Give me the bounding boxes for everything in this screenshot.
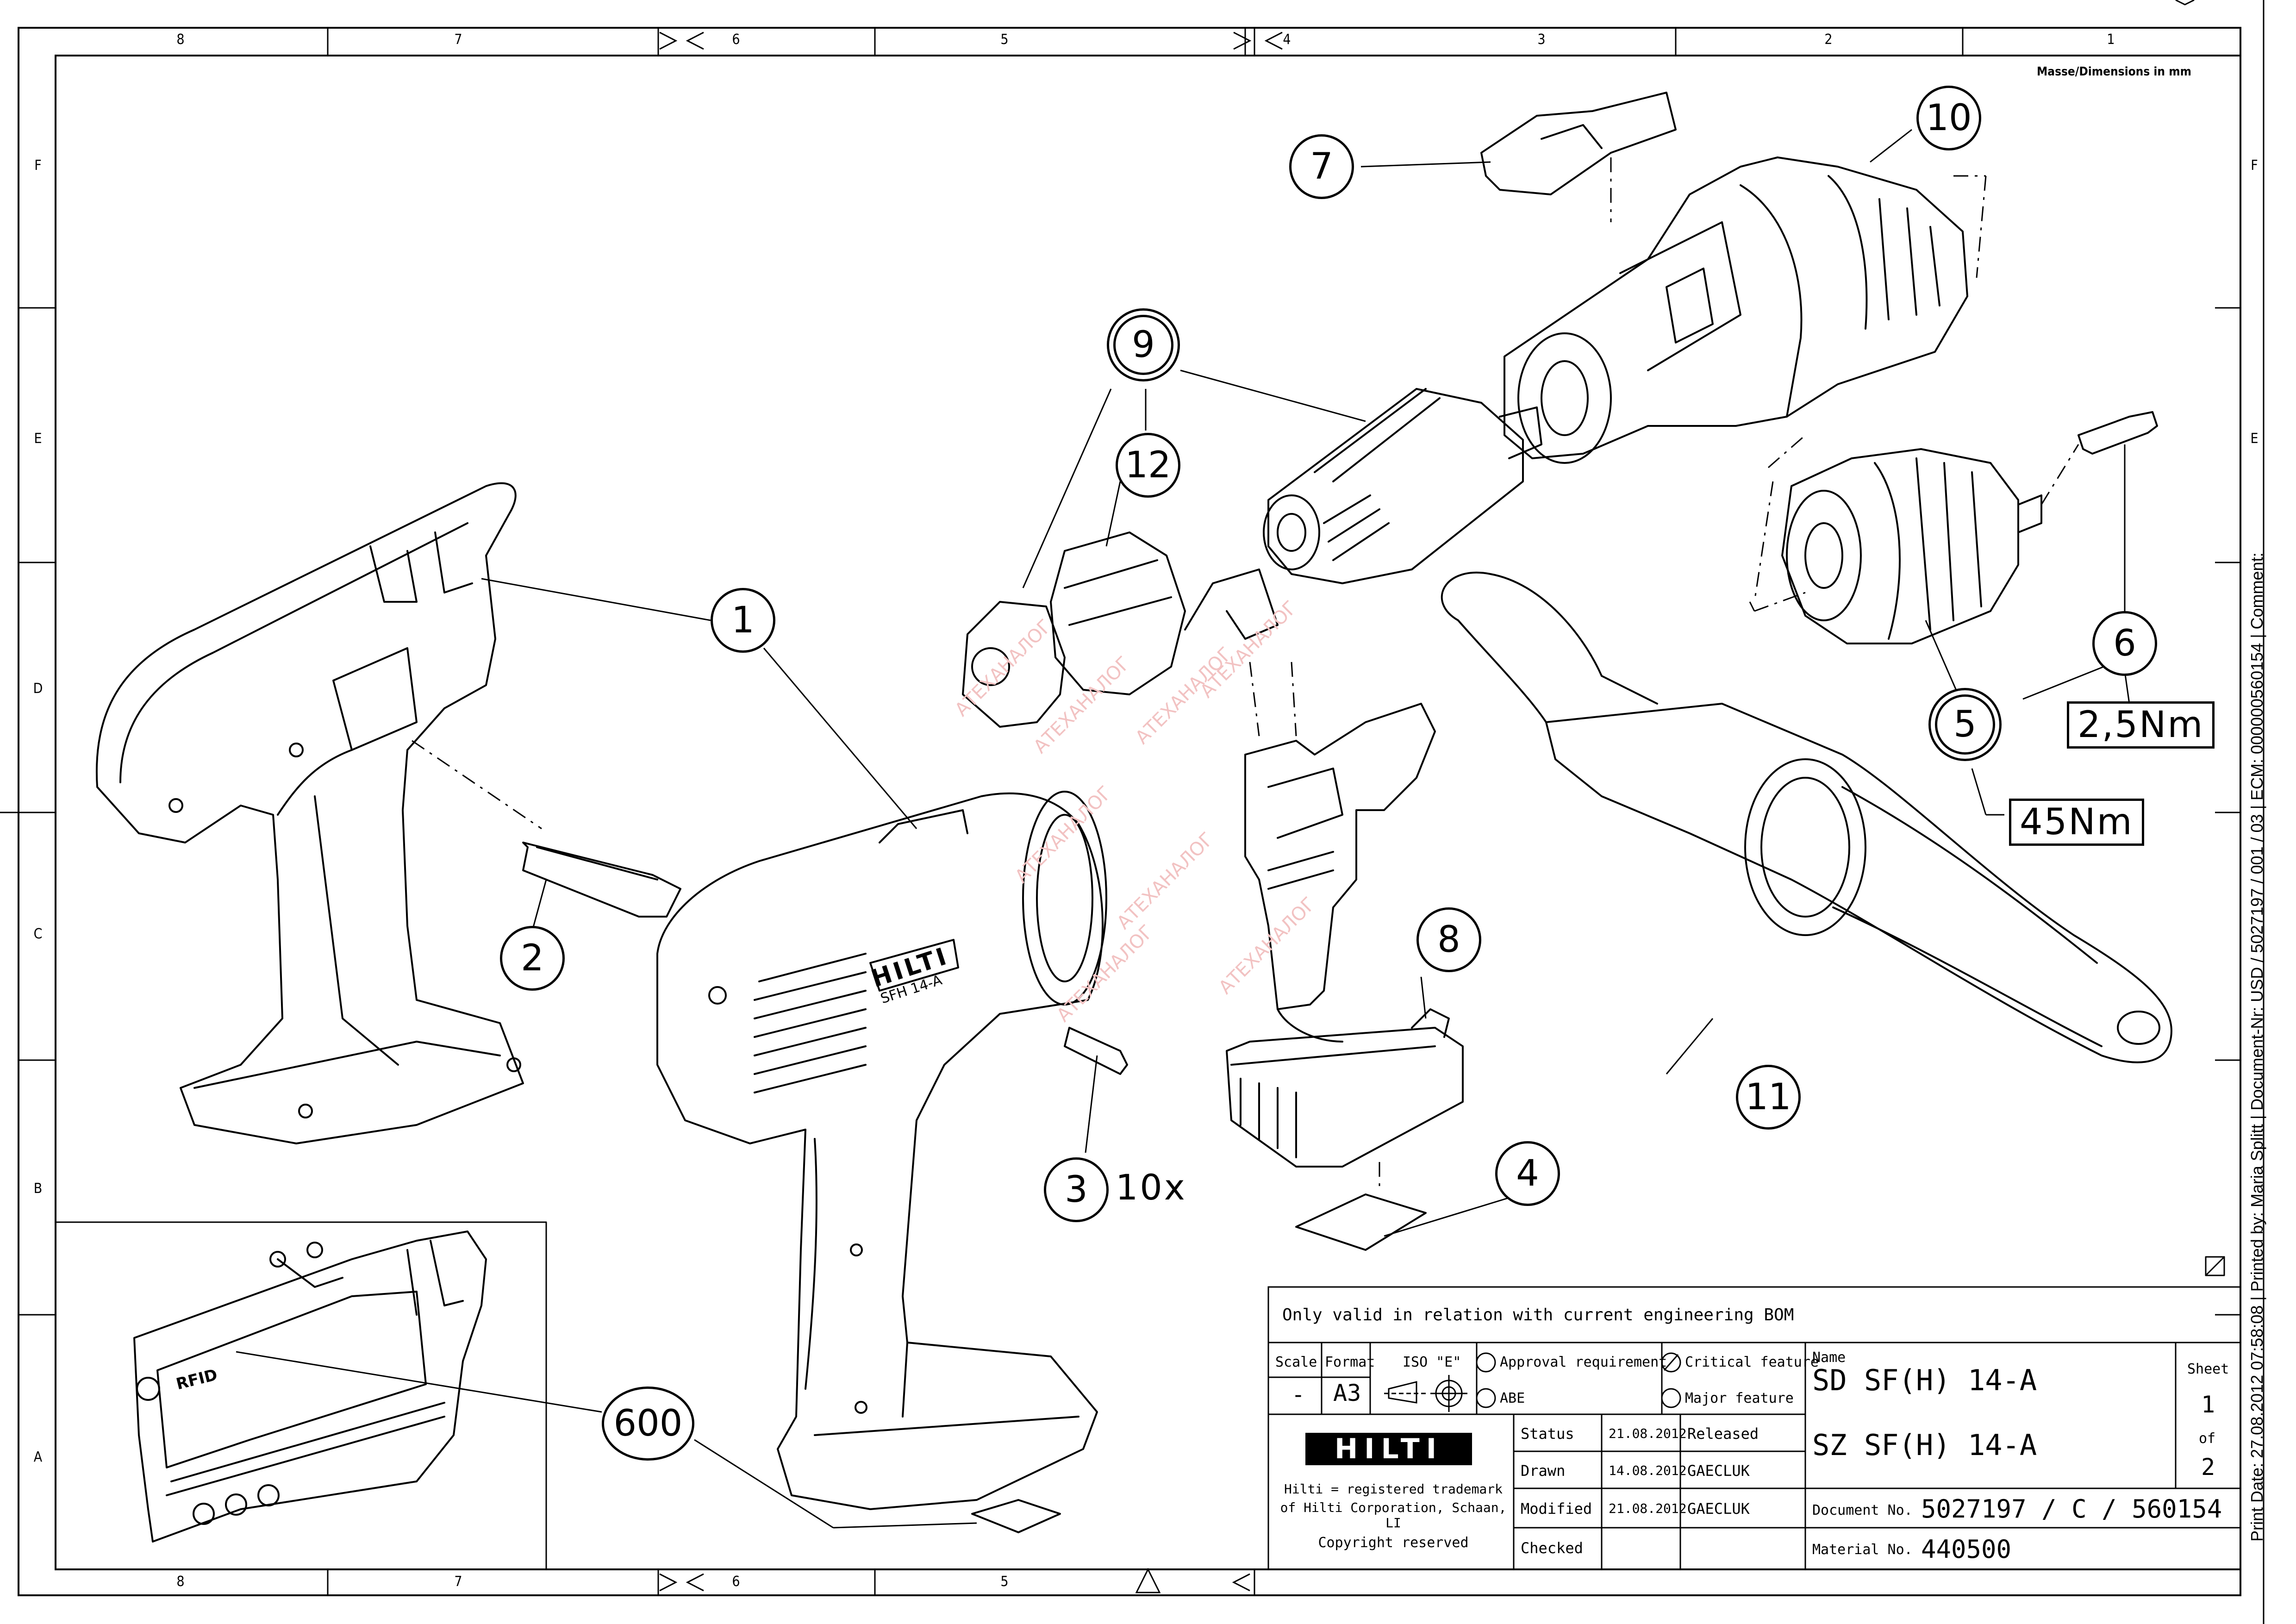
zone-top-1: 1 bbox=[2107, 31, 2115, 48]
zone-top-8: 8 bbox=[176, 31, 185, 48]
zone-left-F: F bbox=[34, 157, 42, 174]
name-line-1: SD SF(H) 14-A bbox=[1812, 1363, 2037, 1397]
electronic-module-part bbox=[1226, 1008, 1464, 1168]
zone-top-7: 7 bbox=[454, 31, 462, 48]
balloon-6: 6 bbox=[2092, 611, 2157, 676]
modified-label: Modified bbox=[1521, 1500, 1592, 1518]
balloon-5: 5 bbox=[1935, 694, 1995, 755]
gearbox-part bbox=[1504, 156, 1968, 464]
detail-view-housing bbox=[133, 1230, 487, 1543]
zone-right-F: F bbox=[2251, 157, 2258, 174]
trademark-line-1: Hilti = registered trademark bbox=[1284, 1481, 1503, 1497]
name-line-2: SZ SF(H) 14-A bbox=[1812, 1428, 2037, 1462]
torque-6: 2,5Nm bbox=[2067, 701, 2215, 749]
drawn-value: GAECLUK bbox=[1687, 1462, 1750, 1480]
balloon-12: 12 bbox=[1116, 433, 1180, 498]
brush-holder-part bbox=[1050, 531, 1186, 695]
iso-label: ISO "E" bbox=[1403, 1354, 1461, 1370]
torque-5: 45Nm bbox=[2009, 799, 2144, 846]
drawn-label: Drawn bbox=[1521, 1462, 1566, 1480]
quantity-3: 10x bbox=[1116, 1167, 1187, 1208]
sheet-total: 2 bbox=[2201, 1454, 2215, 1480]
label-part bbox=[1295, 1193, 1427, 1251]
motor-part bbox=[1263, 388, 1542, 584]
validity-note: Only valid in relation with current engi… bbox=[1282, 1305, 1794, 1324]
zone-top-2: 2 bbox=[1824, 31, 1833, 48]
zone-left-D: D bbox=[33, 681, 43, 697]
zone-bottom-8: 8 bbox=[176, 1574, 185, 1590]
housing-assembled-part bbox=[656, 791, 1107, 1510]
critical-feature: Critical feature bbox=[1685, 1354, 1819, 1370]
trigger-switch-part bbox=[1244, 703, 1436, 1010]
zone-top-6: 6 bbox=[732, 31, 740, 48]
balloon-4: 4 bbox=[1495, 1141, 1560, 1206]
scale-label: Scale bbox=[1275, 1354, 1317, 1370]
sheet-label: Sheet bbox=[2187, 1361, 2229, 1377]
sheet-of: of bbox=[2199, 1430, 2216, 1447]
approval-requirement: Approval requirement bbox=[1500, 1354, 1667, 1370]
side-handle-part bbox=[1441, 571, 2172, 1063]
end-plate-part bbox=[962, 601, 1066, 728]
rfid-tag-part bbox=[971, 1499, 1061, 1533]
insert-part bbox=[522, 842, 681, 918]
status-date: 21.08.2012 bbox=[1609, 1426, 1687, 1441]
dimensions-note: Masse/Dimensions in mm bbox=[2037, 65, 2191, 79]
balloon-2: 2 bbox=[500, 926, 565, 991]
format-value: A3 bbox=[1333, 1380, 1361, 1406]
balloon-600: 600 bbox=[602, 1387, 694, 1461]
zone-left-C: C bbox=[33, 926, 43, 942]
material-no: 440500 bbox=[1921, 1535, 2012, 1564]
hilti-logo: HILTI bbox=[1305, 1433, 1472, 1465]
zone-right-E: E bbox=[2250, 431, 2259, 447]
zone-left-E: E bbox=[34, 431, 42, 447]
copyright: Copyright reserved bbox=[1318, 1535, 1469, 1551]
selector-switch-part bbox=[1480, 92, 1677, 195]
major-feature: Major feature bbox=[1685, 1390, 1794, 1406]
name-label: Name bbox=[1812, 1349, 1846, 1366]
document-no-label: Document No. bbox=[1812, 1502, 1913, 1518]
checked-label: Checked bbox=[1521, 1539, 1583, 1557]
zone-bottom-7: 7 bbox=[454, 1574, 462, 1590]
format-label: Format bbox=[1325, 1354, 1375, 1370]
trademark-line-2: of Hilti Corporation, Schaan, LI bbox=[1280, 1500, 1507, 1530]
chuck-part bbox=[1781, 448, 2042, 644]
drawn-date: 14.08.2012 bbox=[1609, 1463, 1687, 1478]
abe-label: ABE bbox=[1500, 1390, 1525, 1406]
balloon-7: 7 bbox=[1289, 134, 1354, 199]
hilti-logo-text: HILTI bbox=[1334, 1433, 1443, 1465]
status-label: Status bbox=[1521, 1425, 1574, 1443]
balloon-3: 3 bbox=[1044, 1157, 1109, 1222]
balloon-8: 8 bbox=[1416, 907, 1481, 972]
zone-left-A: A bbox=[33, 1449, 43, 1465]
zone-top-5: 5 bbox=[1000, 31, 1009, 48]
document-no: 5027197 / C / 560154 bbox=[1921, 1494, 2222, 1524]
zone-top-4: 4 bbox=[1283, 31, 1291, 48]
balloon-11: 11 bbox=[1736, 1065, 1801, 1130]
material-no-label: Material No. bbox=[1812, 1542, 1913, 1558]
chuck-screw-part bbox=[2078, 411, 2158, 455]
modified-value: GAECLUK bbox=[1687, 1500, 1750, 1518]
balloon-1: 1 bbox=[711, 588, 775, 653]
housing-half-part bbox=[96, 482, 524, 1144]
zone-left-B: B bbox=[33, 1181, 43, 1197]
balloon-10: 10 bbox=[1916, 86, 1981, 150]
modified-date: 21.08.2012 bbox=[1609, 1501, 1687, 1516]
zone-top-3: 3 bbox=[1537, 31, 1546, 48]
screw-part bbox=[1064, 1027, 1128, 1075]
sheet-number: 1 bbox=[2201, 1391, 2215, 1418]
scale-value: - bbox=[1292, 1382, 1305, 1408]
zone-bottom-5: 5 bbox=[1000, 1574, 1009, 1590]
status-value: Released bbox=[1687, 1425, 1759, 1443]
balloon-9: 9 bbox=[1113, 315, 1173, 375]
zone-bottom-6: 6 bbox=[732, 1574, 740, 1590]
